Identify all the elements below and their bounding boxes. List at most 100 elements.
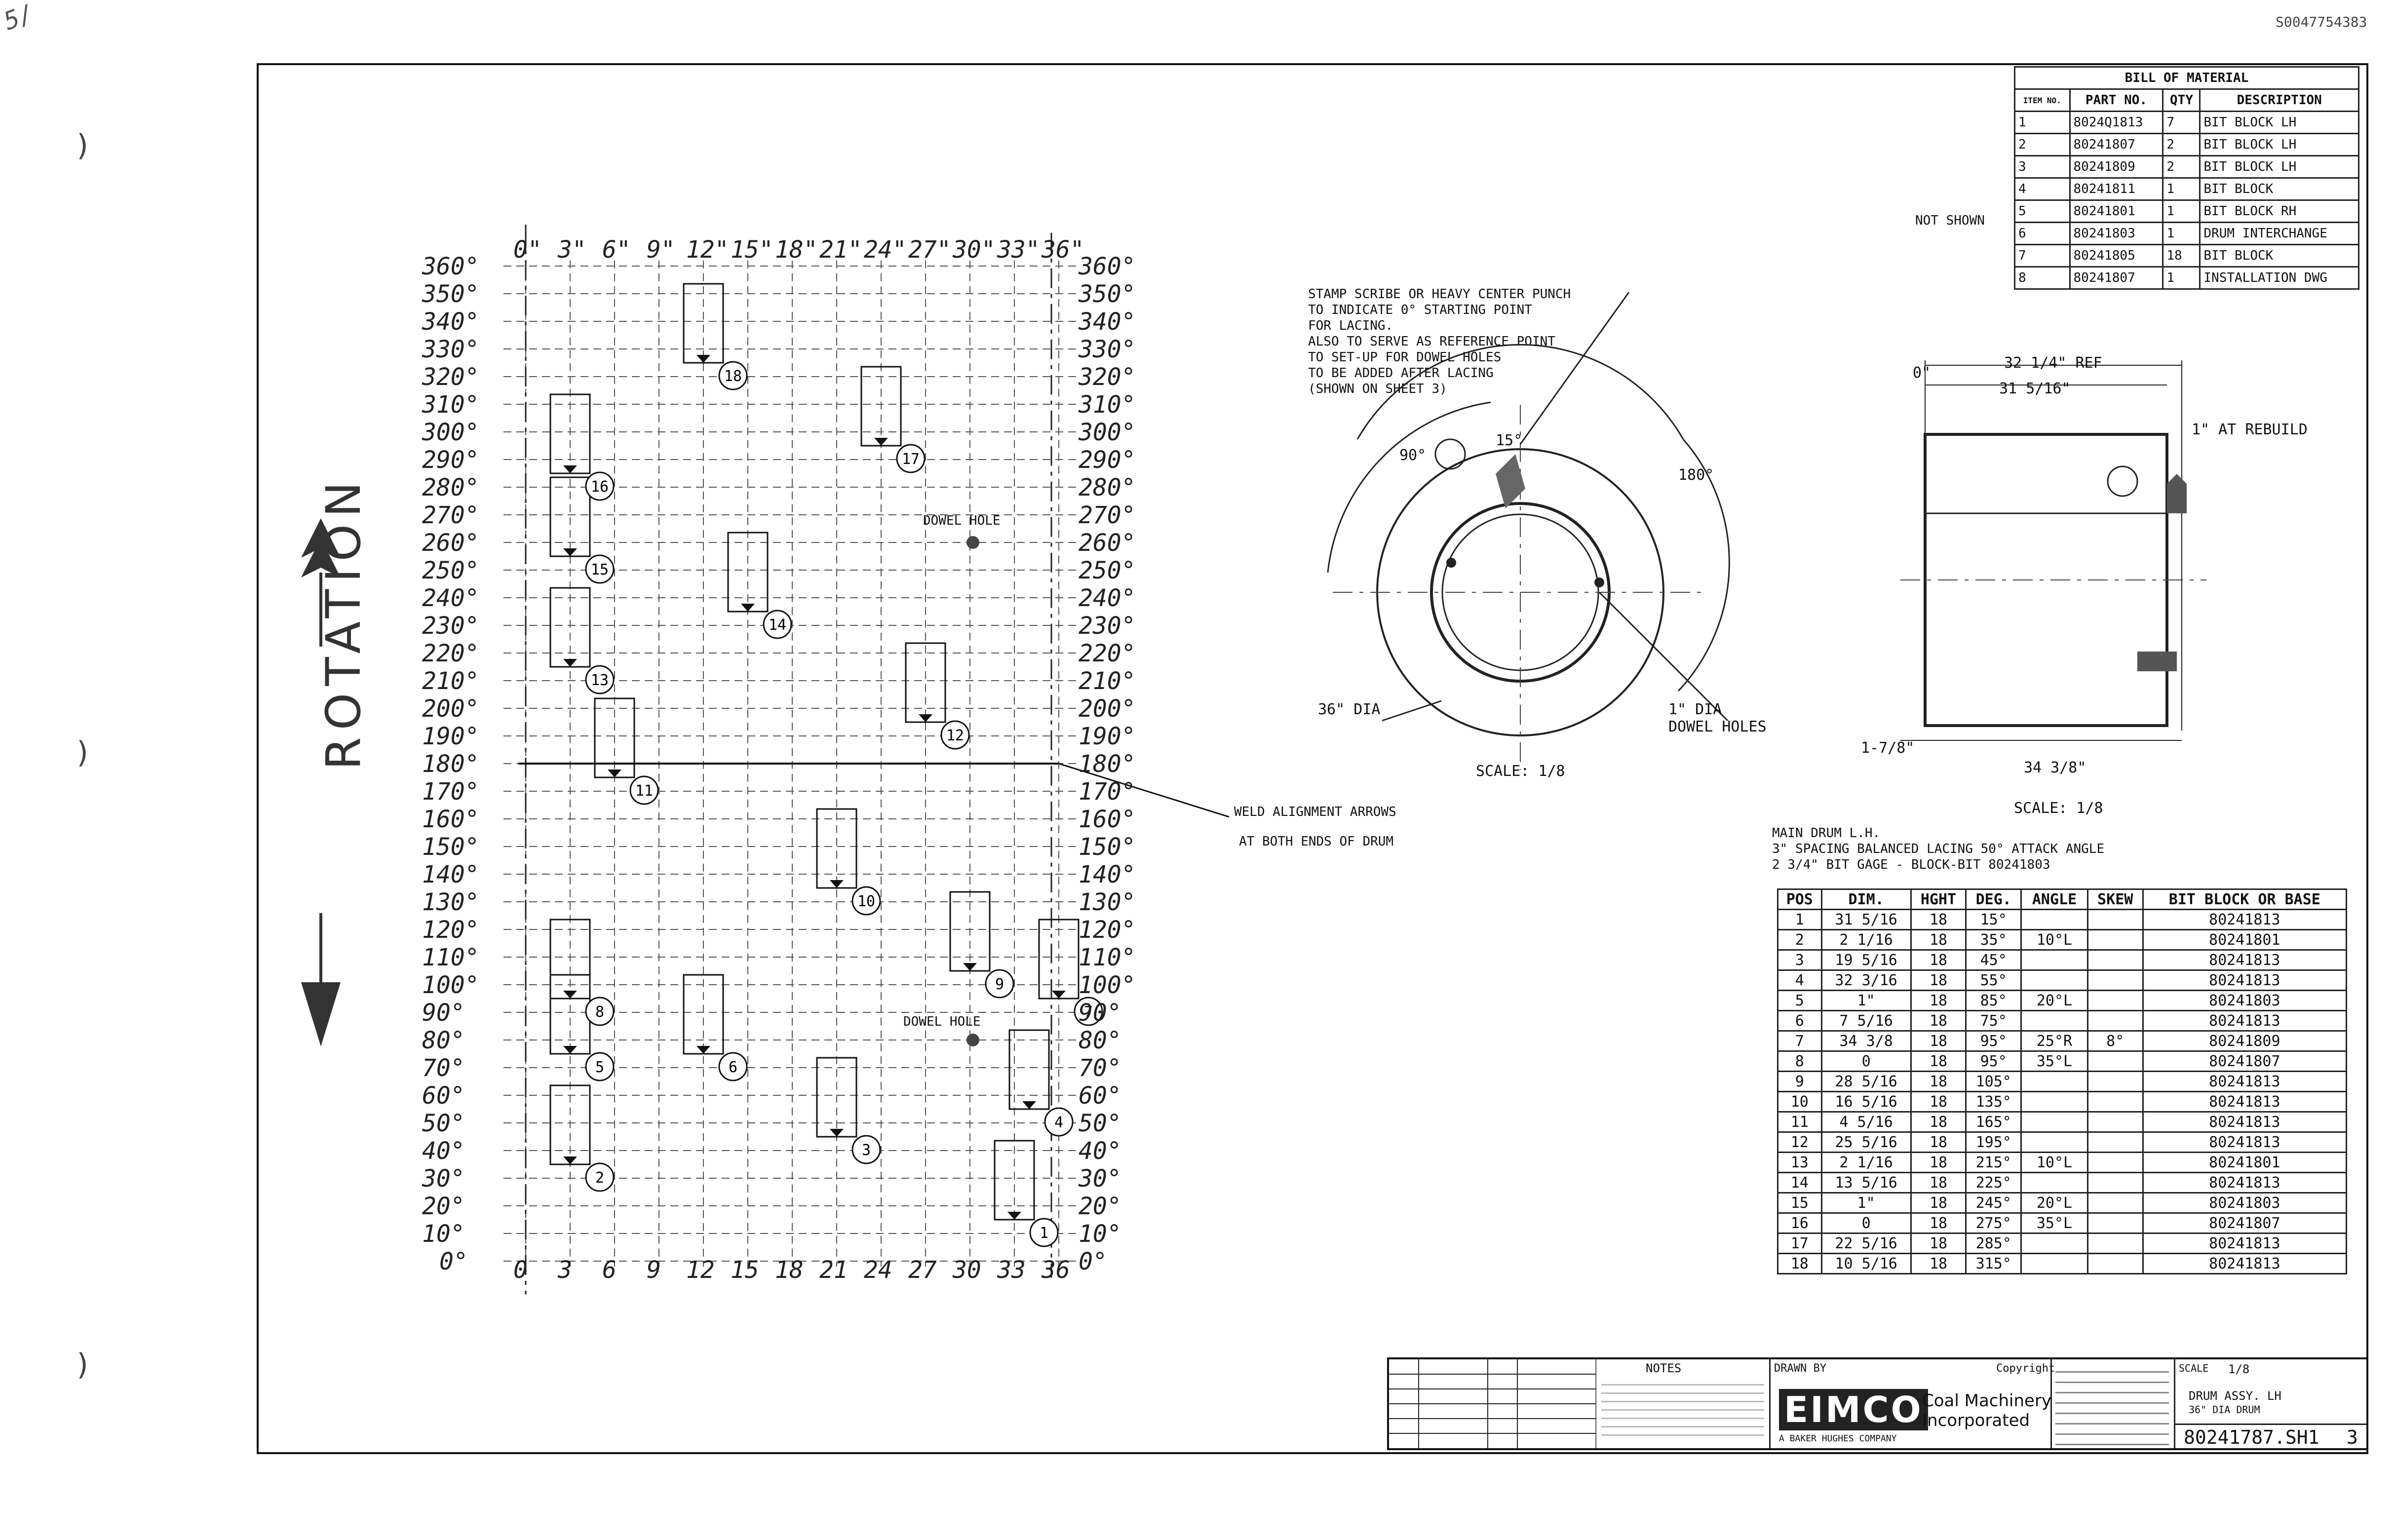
- bottom-axis-label: 0: [513, 1256, 528, 1284]
- bit-tip-marker: [1022, 1101, 1036, 1109]
- bit-block-outline: [1008, 1029, 1050, 1110]
- angle-label-right: 180°: [1079, 750, 1136, 778]
- approvals-grid: [2055, 1362, 2169, 1445]
- side-dim-ref: 32 1/4" REF: [2004, 354, 2102, 372]
- position-balloon: [851, 886, 881, 916]
- bom-header: ITEM NO.: [2014, 88, 2071, 112]
- angle-label-left: 190°: [422, 723, 479, 750]
- angle-label-right: 50°: [1079, 1110, 1121, 1137]
- position-number: 9: [995, 976, 1004, 993]
- title-divider: [2050, 1359, 2052, 1448]
- dowel-hole-label: DOWEL HOLE: [923, 513, 1001, 528]
- angle-label-left: 210°: [422, 667, 479, 695]
- angle-label-left: 360°: [422, 253, 479, 280]
- binder-mark: ): [74, 735, 92, 770]
- angle-label-right: 260°: [1079, 529, 1136, 557]
- position-number: 10: [857, 893, 875, 910]
- revision-grid: [1389, 1359, 1596, 1448]
- lace-header: POS: [1777, 888, 1822, 910]
- top-axis-label: 24": [864, 236, 907, 264]
- top-axis-label: 15": [731, 236, 773, 264]
- bit-tip-marker: [563, 1156, 577, 1164]
- position-number: 12: [946, 727, 964, 744]
- position-balloon: [763, 610, 792, 639]
- angle-label-left: 160°: [422, 806, 479, 833]
- angle-label-left: 10°: [422, 1220, 465, 1248]
- top-axis-label: 0": [513, 236, 542, 264]
- bom-header: PART NO.: [2069, 88, 2164, 112]
- position-balloon: [896, 444, 926, 473]
- position-number: 8: [595, 1003, 604, 1021]
- lacing-table: POS DIM. HGHT DEG. ANGLE SKEW BIT BLOCK …: [1777, 888, 2348, 1274]
- bit-tip-marker: [563, 548, 577, 556]
- bit-tip-marker: [563, 659, 577, 667]
- position-number: 6: [729, 1059, 737, 1076]
- angle-label-right: 300°: [1079, 419, 1136, 446]
- angle-label-left: 240°: [422, 584, 479, 612]
- end-view-15deg: 15°: [1496, 432, 1523, 449]
- drawing-title: DRUM ASSY. LH: [2189, 1389, 2281, 1403]
- lace-header: SKEW: [2086, 888, 2144, 910]
- angle-label-left: 260°: [422, 529, 479, 557]
- bit-tip-marker: [608, 770, 621, 777]
- top-axis-label: 9": [647, 236, 675, 264]
- bottom-axis-label: 18: [775, 1256, 804, 1284]
- angle-label-left: 270°: [422, 501, 479, 529]
- side-scale: SCALE: 1/8: [2014, 800, 2103, 817]
- top-axis-label: 33": [997, 236, 1040, 264]
- bit-tip-marker: [563, 465, 577, 473]
- lace-header: HGHT: [1910, 888, 1967, 910]
- bom-table: BILL OF MATERIAL ITEM NO. PART NO. QTY D…: [2014, 66, 2359, 290]
- angle-label-left: 120°: [422, 916, 479, 944]
- bom-header: DESCRIPTION: [2199, 88, 2359, 112]
- bit-tip-marker: [963, 963, 977, 971]
- bit-tip-marker: [696, 1046, 710, 1054]
- copyright-label: Copyright: [1996, 1362, 2055, 1375]
- position-number: 3: [862, 1142, 871, 1159]
- notes-title: NOTES: [1646, 1361, 1682, 1375]
- angle-label-left: 90°: [422, 999, 465, 1027]
- angle-label-left: 130°: [422, 888, 479, 916]
- end-view-note: STAMP SCRIBE OR HEAVY CENTER PUNCH TO IN…: [1308, 286, 1571, 397]
- drum-notes: MAIN DRUM L.H. 3" SPACING BALANCED LACIN…: [1772, 825, 2104, 873]
- end-view-180deg: 180°: [1678, 466, 1714, 484]
- angle-label-right: 320°: [1079, 363, 1136, 391]
- position-balloon: [629, 775, 659, 805]
- angle-label-left: 170°: [422, 778, 479, 806]
- bom-header: QTY: [2162, 88, 2201, 112]
- top-axis-label: 12": [686, 236, 729, 264]
- bit-tip-marker: [563, 1046, 577, 1054]
- angle-label-right: 150°: [1079, 833, 1136, 861]
- bottom-axis-label: 36: [1042, 1256, 1070, 1284]
- lace-header: DIM.: [1820, 888, 1912, 910]
- end-view-hole-1: 1" DIA: [1668, 701, 1722, 718]
- bit-tip-marker: [874, 438, 888, 446]
- top-axis-label: 36": [1042, 236, 1084, 264]
- bit-tip-marker: [1007, 1212, 1021, 1220]
- rotation-arrow: [301, 518, 341, 1046]
- angle-label-left: 100°: [422, 971, 479, 999]
- angle-label-right: 80°: [1079, 1027, 1121, 1054]
- angle-label-right: 200°: [1079, 695, 1136, 723]
- bottom-axis-label: 15: [731, 1256, 759, 1284]
- bottom-axis-label: 27: [908, 1256, 937, 1284]
- angle-label-right: 240°: [1079, 584, 1136, 612]
- angle-label-left: 20°: [422, 1193, 465, 1220]
- position-balloon: [585, 1162, 615, 1192]
- side-dim-bottom: 34 3/8": [2024, 759, 2086, 776]
